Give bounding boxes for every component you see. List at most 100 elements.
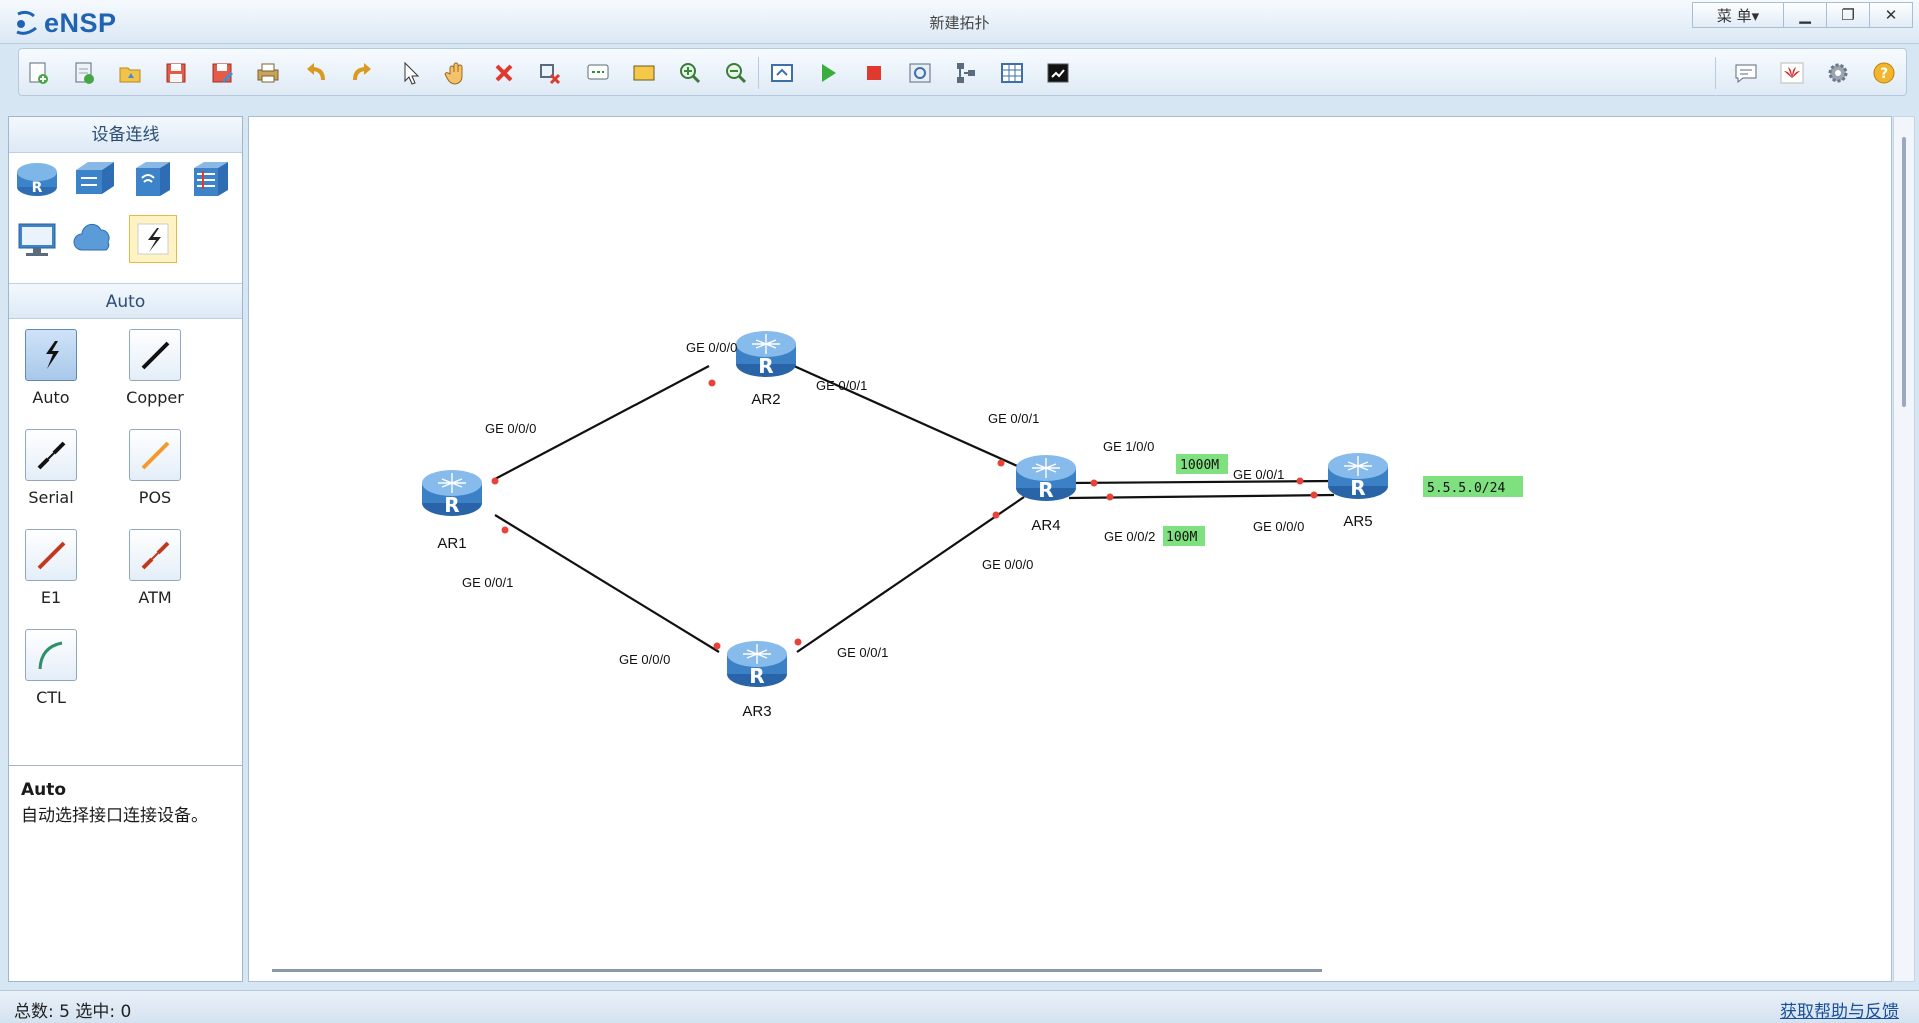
open-button[interactable] (115, 58, 145, 88)
e1-cable-icon (25, 529, 77, 581)
new-topo-button[interactable] (23, 58, 53, 88)
link-ar4-ar5-1[interactable] (1068, 479, 1335, 485)
description-panel: Auto 自动选择接口连接设备。 (8, 765, 243, 982)
port-label: GE 0/0/0 (485, 421, 536, 436)
link-ar2-ar4[interactable] (793, 364, 1025, 471)
terminal-button[interactable] (1043, 58, 1073, 88)
topology-icon (957, 63, 975, 83)
zoom-out-button[interactable] (721, 58, 751, 88)
start-device-button[interactable] (813, 58, 843, 88)
device-wlan[interactable] (129, 155, 177, 203)
restore-button[interactable]: ❐ (1826, 2, 1870, 28)
conn-atm[interactable]: ATM (105, 529, 205, 607)
port-label: GE 0/0/2 (1104, 529, 1155, 544)
toolbar-separator (1715, 57, 1716, 89)
text-note-button[interactable] (583, 58, 613, 88)
device-pc[interactable] (13, 215, 61, 263)
terminal-icon (1047, 63, 1069, 83)
help-button[interactable]: ? (1869, 58, 1899, 88)
close-button[interactable]: ✕ (1869, 2, 1913, 28)
router-ar4[interactable] (1015, 454, 1077, 503)
router-ar2[interactable] (735, 330, 797, 379)
link-ar3-ar4[interactable] (796, 496, 1025, 653)
help-feedback-link[interactable]: 获取帮助与反馈 (1780, 1002, 1899, 1022)
stop-device-icon (867, 66, 881, 80)
menu-button[interactable]: 菜 单▾ (1692, 2, 1784, 28)
grid-icon (1001, 63, 1023, 83)
device-switch[interactable] (71, 155, 119, 203)
vertical-scrollbar[interactable] (1893, 116, 1915, 982)
save-as-button[interactable] (207, 58, 237, 88)
port-label: GE 1/0/0 (1103, 439, 1154, 454)
new-file-button[interactable] (69, 58, 99, 88)
conn-serial[interactable]: Serial (1, 429, 101, 507)
connection-panel-header: Auto (9, 283, 242, 319)
pan-button[interactable] (441, 58, 471, 88)
device-link[interactable] (129, 215, 177, 263)
save-button[interactable] (161, 58, 191, 88)
copper-cable-icon (129, 329, 181, 381)
link-ar1-ar3[interactable] (494, 514, 720, 653)
router-ar5[interactable] (1327, 452, 1389, 501)
port-label: GE 0/0/0 (982, 557, 1033, 572)
note-box[interactable] (1423, 476, 1523, 497)
print-button[interactable] (253, 58, 283, 88)
minimize-button[interactable]: ▁ (1783, 2, 1827, 28)
minimize-icon: ▁ (1799, 6, 1811, 24)
description-text: 自动选择接口连接设备。 (21, 806, 208, 826)
title-bar: eNSP 新建拓扑 菜 单▾ ▁ ❐ ✕ (0, 0, 1919, 44)
delete-link-icon (540, 64, 561, 85)
rectangle-button[interactable] (629, 58, 659, 88)
link-ar1-ar2[interactable] (494, 365, 710, 480)
huawei-button[interactable] (1777, 58, 1807, 88)
device-cloud[interactable] (71, 215, 119, 263)
device-label: AR1 (437, 535, 466, 552)
firewall-icon (194, 162, 228, 196)
conn-label: Copper (126, 388, 184, 407)
toolbar: ? (18, 48, 1907, 96)
capture-button[interactable] (905, 58, 935, 88)
redo-icon (353, 63, 371, 81)
ensp-logo-icon (16, 10, 37, 35)
pc-icon (18, 223, 56, 256)
delete-link-button[interactable] (535, 58, 565, 88)
redo-button[interactable] (347, 58, 377, 88)
select-button[interactable] (395, 58, 425, 88)
grid-button[interactable] (997, 58, 1027, 88)
router-icon: R (17, 163, 57, 196)
port-label: GE 0/0/1 (816, 378, 867, 393)
note-1000m: 1000M (1180, 458, 1219, 473)
device-label: AR4 (1031, 517, 1060, 534)
device-router[interactable]: R (13, 155, 61, 203)
select-icon (404, 61, 420, 85)
port-label: GE 0/0/1 (988, 411, 1039, 426)
settings-button[interactable] (1823, 58, 1853, 88)
capture-icon (909, 63, 931, 83)
conn-copper[interactable]: Copper (105, 329, 205, 407)
router-ar1[interactable] (421, 469, 483, 518)
conn-e1[interactable]: E1 (1, 529, 101, 607)
topology-button[interactable] (951, 58, 981, 88)
fit-button[interactable] (767, 58, 797, 88)
undo-button[interactable] (301, 58, 331, 88)
conn-label: Serial (28, 488, 74, 507)
delete-button[interactable] (489, 58, 519, 88)
auto-link-icon (25, 329, 77, 381)
note-box[interactable] (1163, 526, 1205, 546)
conn-ctl[interactable]: CTL (1, 629, 101, 707)
horizontal-scrollbar[interactable] (248, 958, 1892, 980)
topology-canvas[interactable]: R AR1 AR2 AR3 AR4 AR5 GE 0/ (248, 116, 1892, 982)
horizontal-scroll-thumb[interactable] (272, 969, 1322, 972)
help-icon: ? (1873, 62, 1895, 84)
device-firewall[interactable] (187, 155, 235, 203)
note-box[interactable] (1176, 454, 1228, 474)
port-dots (491, 379, 1318, 650)
conn-label: Auto (32, 388, 70, 407)
stop-device-button[interactable] (859, 58, 889, 88)
conn-pos[interactable]: POS (105, 429, 205, 507)
message-button[interactable] (1731, 58, 1761, 88)
conn-auto[interactable]: Auto (1, 329, 101, 407)
router-ar3[interactable] (726, 640, 788, 689)
vertical-scroll-thumb[interactable] (1902, 137, 1906, 407)
zoom-in-button[interactable] (675, 58, 705, 88)
